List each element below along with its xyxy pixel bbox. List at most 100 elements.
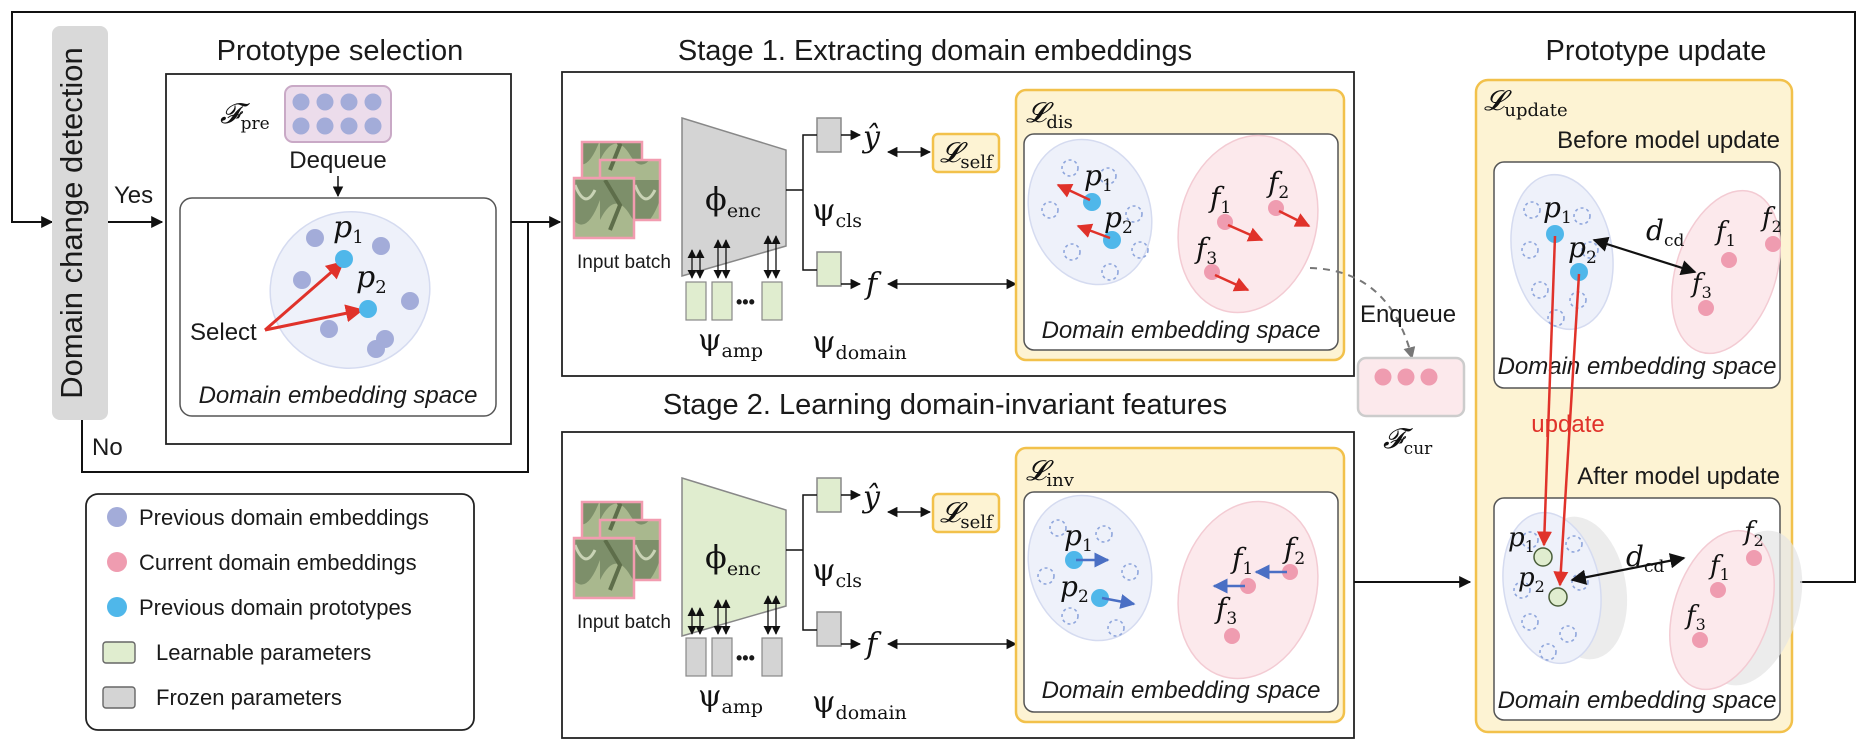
queue-pre [284,85,392,143]
stage1-space-label: Domain embedding space [1042,317,1321,344]
legend-swatch [102,686,136,709]
svg-text:p2: p2 [1568,231,1597,268]
legend-label: Previous domain embeddings [139,505,429,530]
legend-label: Frozen parameters [156,685,342,710]
queue-pre-dot [340,93,358,111]
previous-embedding-placeholder [1061,159,1079,177]
no-branch: No [81,222,529,473]
svg-text:dcd: dcd [1646,214,1684,251]
queue-cur [1356,356,1466,418]
legend-label: Current domain embeddings [139,550,417,575]
sel-p2-label: p2 [356,260,387,298]
stage2-encoder [681,476,787,637]
stage1-model: Input batch ϕenc ψcls ψdomain ŷ 𝓛self f … [572,88,1346,364]
no-label: No [92,434,123,461]
previous-embedding-placeholder [1041,201,1059,219]
queue-pre-dot [364,117,382,135]
stage2-domain-head [816,611,842,647]
previous-embedding-placeholder [1049,519,1067,537]
previous-embedding-placeholder [1101,263,1119,281]
prototype-update-title: Prototype update [1546,35,1767,67]
previous-embedding-placeholder [1121,563,1139,581]
stage1-input-batch: Input batch [572,140,671,273]
previous-embedding-placeholder [1037,567,1055,585]
svg-text:p2: p2 [1104,201,1133,238]
previous-embedding-dot [293,271,311,289]
svg-text:p1: p1 [1064,519,1093,556]
yes-label: Yes [114,182,153,209]
previous-embedding-dot [367,340,385,358]
legend-label: Learnable parameters [156,640,371,665]
previous-embedding-dot [372,237,390,255]
stage1-domain-head [816,251,842,287]
stage2-cls-label: ψcls [812,553,862,592]
before-space-label: Domain embedding space [1498,353,1777,380]
sel-p1-label: p1 [333,210,364,248]
stage1-encoder-label: ϕenc [705,180,761,222]
stage2-domain-label: ψdomain [812,685,907,724]
dequeue-label: Dequeue [289,147,386,174]
legend-swatch [107,507,127,527]
prototype-update-panel: Prototype update 𝓛update Before model up… [1474,35,1803,734]
stage1-loss-self [931,132,1001,174]
previous-embedding-dot [320,320,338,338]
svg-text:dcd: dcd [1626,540,1664,577]
enqueue-label: Enqueue [1360,301,1456,328]
domain-change-detection-block: Domain change detection [52,26,108,420]
stage1-amp-label: ψamp [698,323,763,362]
domain-change-detection-label: Domain change detection [54,47,89,399]
stage1-yhat: ŷ [861,120,881,155]
select-label: Select [190,319,257,346]
before-update-label: Before model update [1557,127,1780,154]
previous-embedding-placeholder [1547,309,1565,327]
update-label: update [1531,411,1604,438]
queue-pre-dot [292,117,310,135]
svg-text:p2: p2 [1060,570,1089,607]
svg-text:p2: p2 [1518,563,1545,596]
stage1-amp-blocks: ••• ψamp [685,235,783,362]
queue-pre-dot [316,117,334,135]
stage2-input-label: Input batch [577,612,671,633]
previous-embedding-placeholder [1521,241,1539,259]
prototype-selection-panel: Prototype selection 𝓕pre Dequeue p1 p2 S… [165,35,512,445]
previous-embedding-placeholder [1573,207,1591,225]
queue-pre-dot [340,117,358,135]
after-update-label: After model update [1577,463,1780,490]
stage1-input-label: Input batch [577,252,671,273]
previous-embedding-placeholder [1061,607,1079,625]
stage2-yhat: ŷ [861,480,881,515]
previous-embedding-dot [401,292,419,310]
legend-swatch [107,552,127,572]
stage1-domain-label: ψdomain [812,325,907,364]
legend-swatch [102,641,136,664]
stage2-cls-head [816,477,842,513]
selection-embedding-cluster [269,211,431,369]
previous-embedding-placeholder [1521,613,1539,631]
previous-embedding-placeholder [1523,201,1541,219]
selection-space-label: Domain embedding space [199,382,478,409]
stage2-amp-blocks: ••• ψamp [685,595,783,718]
legend-swatch [107,597,127,617]
svg-text:𝓛self: 𝓛self [940,136,994,173]
queue-pre-symbol: 𝓕pre [220,97,270,134]
previous-embedding-placeholder [1063,243,1081,261]
previous-embedding-placeholder [1539,643,1557,661]
selected-prototype-p2 [359,300,377,318]
previous-embedding-placeholder [1513,581,1531,599]
selected-prototype-p1 [335,250,353,268]
previous-embedding-placeholder [1095,525,1113,543]
previous-embedding-placeholder [1099,167,1117,185]
previous-embedding-placeholder [1125,205,1143,223]
svg-text:p1: p1 [1508,523,1535,556]
queue-pre-dot [364,93,382,111]
svg-text:•••: ••• [736,292,755,312]
queue-pre-dot [292,93,310,111]
queue-cur-symbol: 𝓕cur [1383,422,1433,459]
stage2-loss-self [931,492,1001,534]
previous-embedding-placeholder [1131,241,1149,259]
previous-embedding-placeholder [1559,625,1577,643]
yes-branch: Yes [108,182,164,228]
stage2-model: Input batch ϕenc ψcls ψdomain ŷ 𝓛self f … [572,446,1346,724]
